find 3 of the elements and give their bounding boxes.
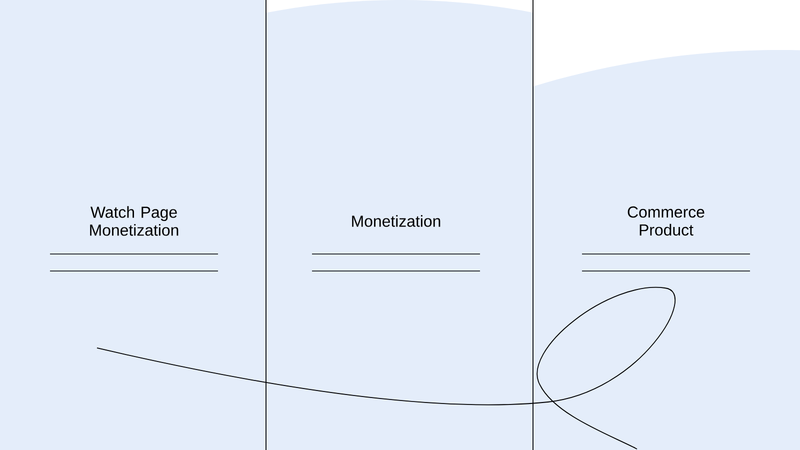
column-heading: Watch Page Monetization [90,206,178,236]
column-heading: Commerce Product [628,206,704,236]
column-heading: Monetization [352,215,440,227]
